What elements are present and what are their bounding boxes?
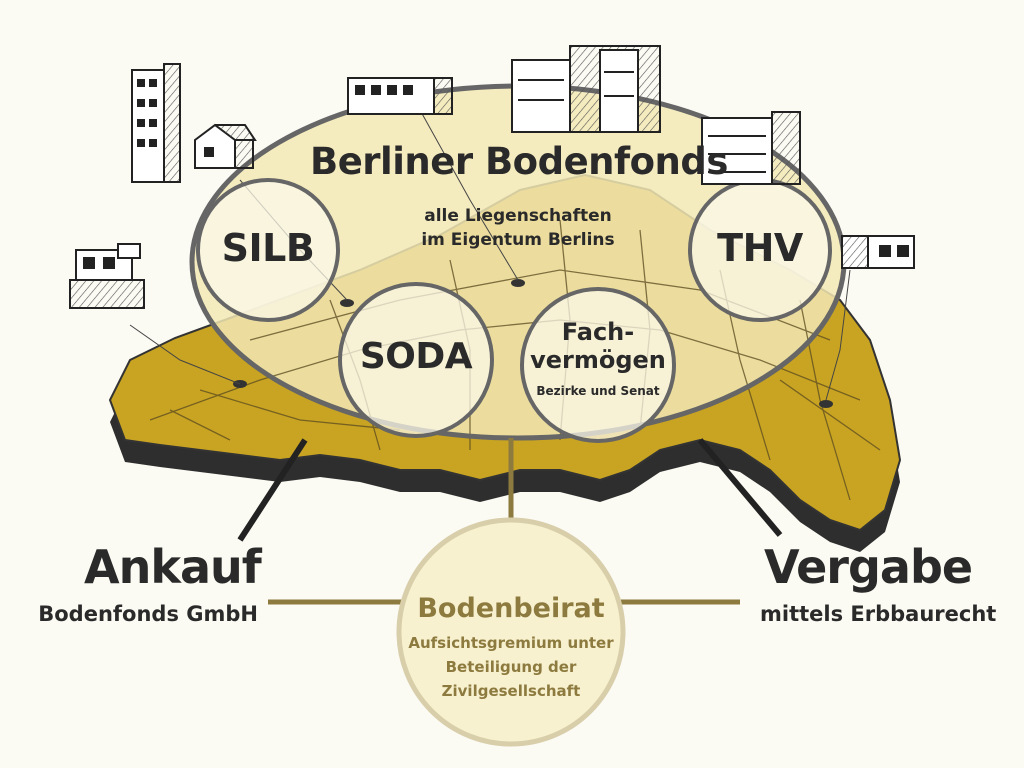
silb-circle: [196, 178, 340, 322]
bungalow-building-icon: [841, 235, 915, 269]
bodenbeirat-line1: Aufsichtsgremium unter: [408, 634, 614, 652]
tower-building-icon: [131, 63, 181, 183]
bodenbeirat-line2: Beteiligung der: [445, 658, 577, 676]
block-building-icon: [347, 77, 453, 115]
fachvermoegen-line2: vermögen: [530, 346, 666, 374]
diagram-title: Berliner Bodenfonds: [310, 140, 728, 183]
center-text-line2: im Eigentum Berlins: [421, 230, 615, 250]
villa-building-icon: [69, 243, 145, 309]
fachvermoegen-line1: Fach-: [561, 318, 635, 346]
fachvermoegen-circle: [520, 287, 676, 443]
map-pins: [233, 279, 833, 408]
fachvermoegen-sub: Bezirke und Senat: [536, 384, 660, 398]
highrise-building-icon: [701, 111, 801, 185]
silb-label: SILB: [221, 226, 315, 270]
vergabe-title: Vergabe: [764, 540, 973, 594]
bodenbeirat-title: Bodenbeirat: [417, 593, 605, 624]
bodenbeirat-line3: Zivilgesellschaft: [441, 682, 581, 700]
vergabe-subtitle: mittels Erbbaurecht: [760, 602, 997, 626]
ankauf-subtitle: Bodenfonds GmbH: [38, 602, 258, 626]
bodenbeirat-circle: [396, 517, 626, 747]
vergabe-connector: [697, 438, 783, 537]
ankauf-connector: [237, 438, 308, 542]
house-icon: [194, 123, 257, 169]
soda-circle: [338, 282, 494, 438]
soda-label: SODA: [359, 336, 473, 377]
center-text-line1: alle Liegenschaften: [424, 206, 612, 226]
office-building-icon: [511, 45, 661, 133]
ankauf-title: Ankauf: [84, 540, 262, 594]
thv-label: THV: [717, 226, 803, 270]
